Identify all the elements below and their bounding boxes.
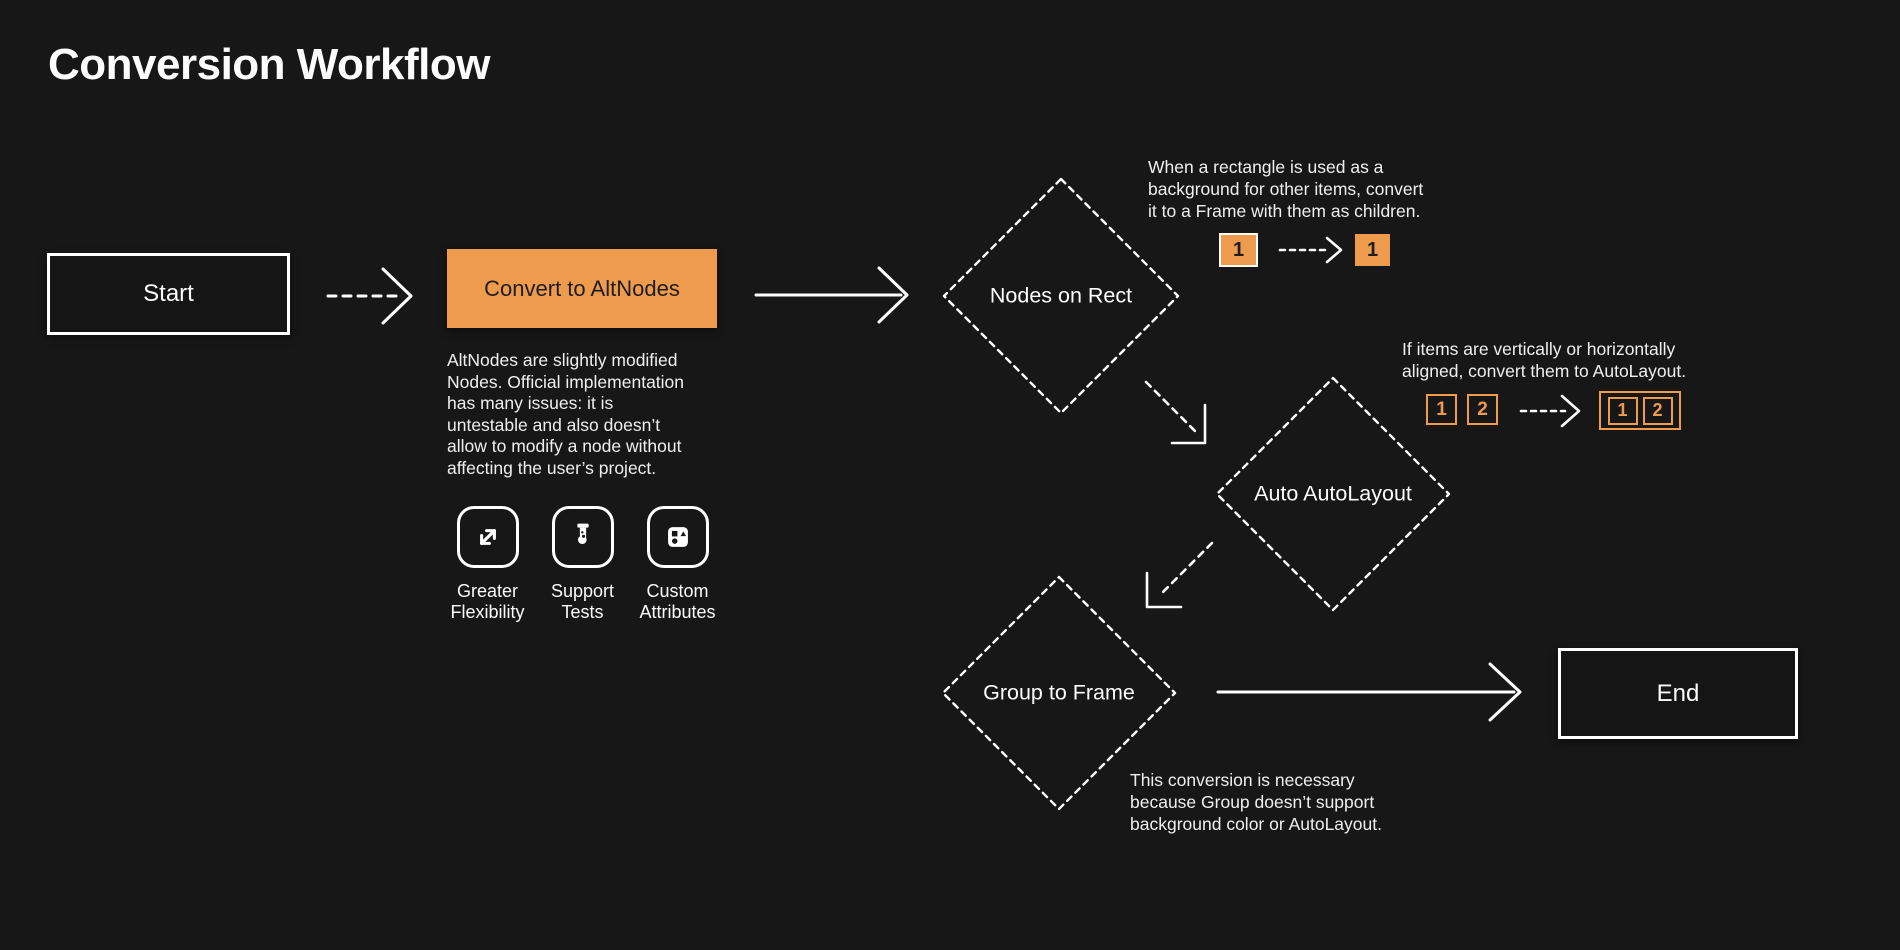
arrow-autolayout-mini: [1519, 394, 1581, 428]
feature-label: Custom Attributes: [639, 581, 716, 622]
convert-to-altnodes-label: Convert to AltNodes: [484, 275, 680, 301]
autolayout-items-before: 1 2: [1426, 394, 1498, 425]
end-node[interactable]: End: [1558, 648, 1798, 739]
frame-item-after: 1: [1355, 234, 1390, 266]
arrow-rect-to-frame-mini: [1278, 236, 1343, 264]
start-node-label: Start: [143, 280, 194, 307]
convert-to-altnodes-node[interactable]: Convert to AltNodes: [447, 249, 717, 328]
arrow-nodes-on-rect-to-auto-autolayout: [1144, 380, 1207, 445]
arrow-auto-autolayout-to-group-to-frame: [1145, 541, 1214, 609]
item-chip: 2: [1467, 394, 1498, 425]
item-chip: 1: [1426, 394, 1457, 425]
test-tube-icon: [551, 506, 614, 568]
group-to-frame-label: Group to Frame: [983, 680, 1135, 705]
feature-custom-attributes: Custom Attributes: [630, 506, 725, 623]
altnodes-description: AltNodes are slightly modified Nodes. Of…: [447, 350, 685, 478]
auto-autolayout-label: Auto AutoLayout: [1254, 481, 1412, 506]
arrow-convert-to-nodes-on-rect: [754, 266, 909, 324]
feature-greater-flexibility: Greater Flexibility: [440, 506, 535, 623]
item-chip: 1: [1607, 396, 1638, 425]
expand-arrows-icon: [456, 506, 519, 568]
rect-item-before: 1: [1219, 233, 1258, 267]
feature-label: Greater Flexibility: [450, 581, 525, 622]
start-node[interactable]: Start: [47, 253, 290, 335]
arrow-start-to-convert: [326, 267, 413, 325]
feature-support-tests: Support Tests: [535, 506, 630, 623]
group-to-frame-note: This conversion is necessary because Gro…: [1130, 770, 1382, 834]
shapes-icon: [646, 506, 709, 568]
rect-to-frame-note: When a rectangle is used as a background…: [1148, 157, 1424, 221]
altnodes-feature-list: Greater Flexibility Support Tests: [440, 506, 725, 623]
nodes-on-rect-label: Nodes on Rect: [989, 283, 1133, 308]
end-node-label: End: [1656, 679, 1700, 707]
page-title: Conversion Workflow: [48, 40, 490, 89]
feature-label: Support Tests: [550, 581, 615, 622]
autolayout-frame-after: 1 2: [1599, 391, 1681, 430]
item-chip: 2: [1642, 396, 1673, 425]
arrow-group-to-frame-to-end: [1216, 662, 1522, 722]
autolayout-note: If items are vertically or horizontally …: [1402, 339, 1687, 381]
